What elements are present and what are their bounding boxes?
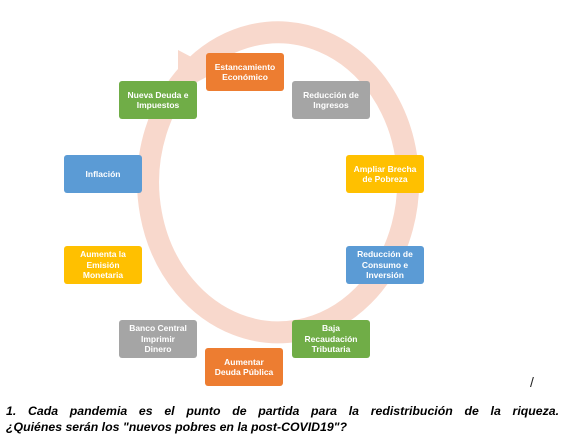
node-baja-recaudacion-tributaria: Baja Recaudación Tributaria [292, 320, 370, 358]
caption-line-2: ¿Quiénes serán los "nuevos pobres en la … [6, 420, 348, 434]
node-estancamiento-economico: Estancamiento Económico [206, 53, 284, 91]
node-reduccion-de-consumo: Reducción de Consumo e Inversión [346, 246, 424, 284]
caption-line-1: 1. Cada pandemia es el punto de partida … [6, 404, 559, 418]
node-reduccion-de-ingresos: Reducción de Ingresos [292, 81, 370, 119]
node-nueva-deuda-e-impuestos: Nueva Deuda e Impuestos [119, 81, 197, 119]
caption-text: 1. Cada pandemia es el punto de partida … [6, 403, 559, 435]
node-aumenta-la-emision-monetaria: Aumenta la Emisión Monetaria [64, 246, 142, 284]
node-inflacion: Inflación [64, 155, 142, 193]
node-banco-central-imprimir-dinero: Banco Central Imprimir Dinero [119, 320, 197, 358]
node-ampliar-brecha-de-pobreza: Ampliar Brecha de Pobreza [346, 155, 424, 193]
cycle-ring-arc [137, 21, 420, 344]
node-aumentar-deuda-publica: Aumentar Deuda Pública [205, 348, 283, 386]
stray-slash-mark: / [530, 374, 534, 390]
